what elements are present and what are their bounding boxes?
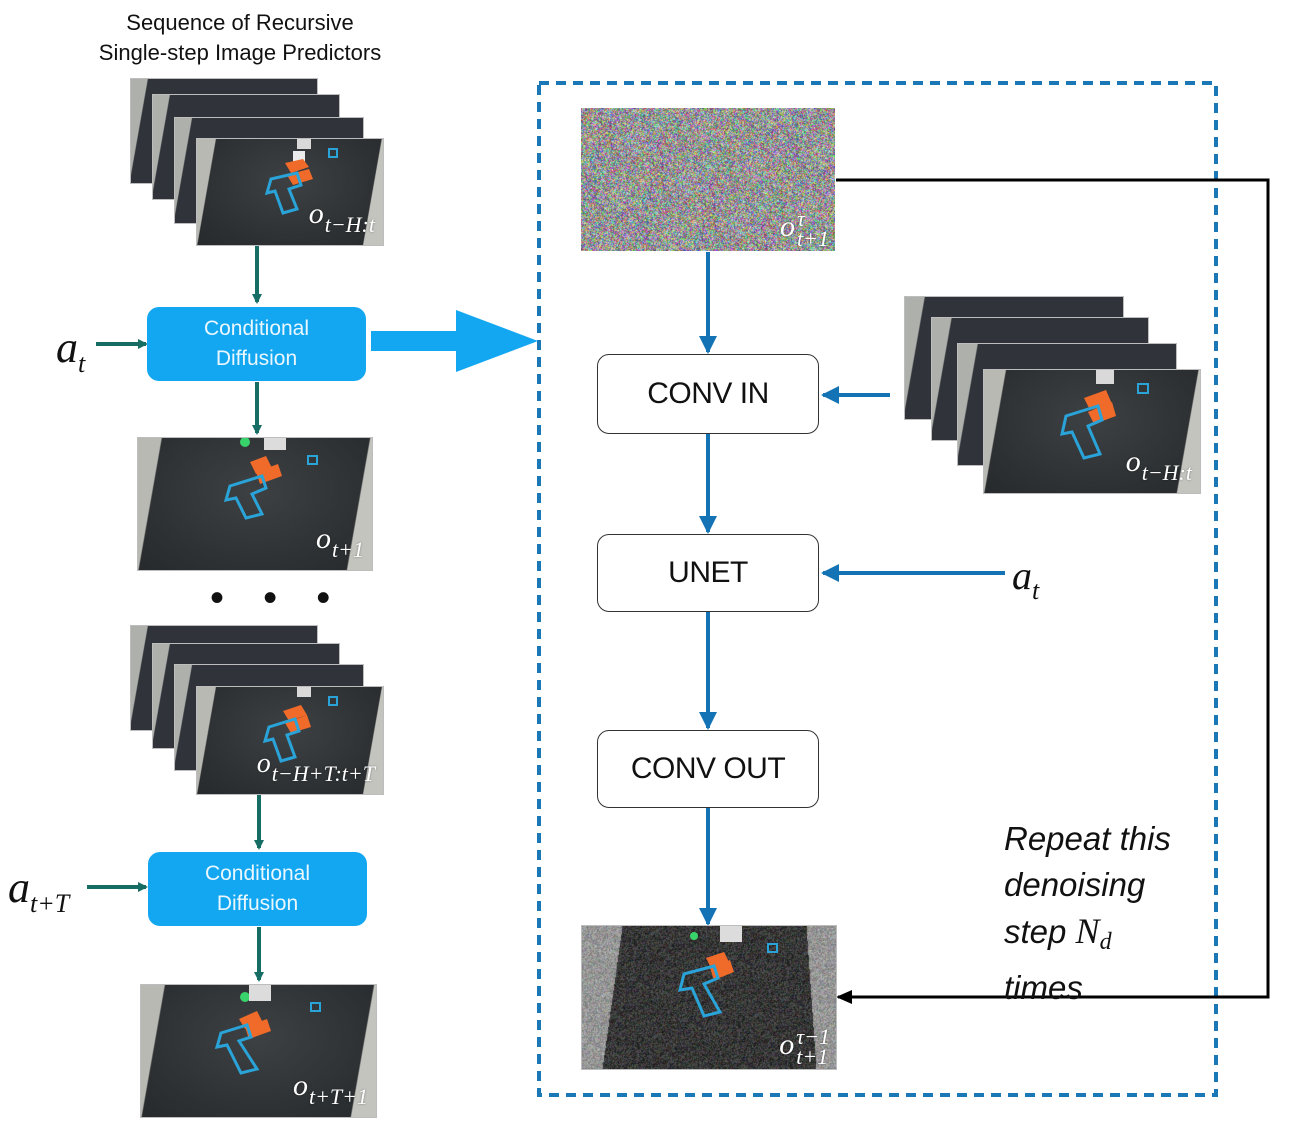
- note-nd-sub: d: [1099, 929, 1112, 955]
- frame3-label: ot+T+1: [293, 1070, 368, 1113]
- stack2-label-base: o: [256, 748, 271, 779]
- frame3-label-base: o: [292, 1069, 308, 1102]
- conv-out-label: CONV OUT: [630, 752, 786, 785]
- conv-out-block: CONV OUT: [597, 730, 819, 808]
- robot-scene-image: [223, 438, 318, 520]
- right-stack-front: ot−H:t: [983, 369, 1201, 494]
- note-nd: Nd: [1075, 911, 1112, 955]
- output-label-base: o: [779, 1027, 795, 1061]
- action2-sub: t+T: [30, 889, 70, 918]
- history-label: ot−H:t: [1126, 446, 1192, 489]
- noise-label-sup: τ: [797, 206, 805, 231]
- repeat-loop-line: [836, 178, 1270, 1004]
- ellipsis: • • •: [210, 576, 345, 620]
- output-label-sub: t+1: [796, 1044, 829, 1069]
- unet-label: UNET: [668, 556, 748, 589]
- conditional-diffusion-block-2: Conditional Diffusion: [148, 852, 367, 926]
- stack1-frame-front: ot−H:t: [196, 138, 384, 246]
- stack1-label-base: o: [308, 197, 324, 230]
- cond1-line1: Conditional: [203, 317, 310, 340]
- stack2-label-sub: t−H+T:t+T: [271, 761, 375, 786]
- heading-line-1: Sequence of Recursive: [126, 10, 354, 35]
- note-line3-prefix: step: [1004, 913, 1067, 950]
- note-line1: Repeat this: [1004, 820, 1171, 857]
- action-a-t-right: at: [1012, 552, 1039, 606]
- unet-block: UNET: [597, 534, 819, 612]
- action-right-base: a: [1012, 553, 1032, 598]
- action1-base: a: [56, 323, 78, 372]
- stack1-label-sub: t−H:t: [324, 212, 375, 237]
- robot-scene-image: [214, 985, 321, 1075]
- robot-scene-image: [264, 139, 338, 215]
- action-right-sub: t: [1032, 576, 1040, 605]
- frame2-label: ot+1: [316, 523, 364, 566]
- action2-base: a: [8, 863, 30, 912]
- diagram-heading: Sequence of Recursive Single-step Image …: [40, 8, 440, 68]
- robot-scene-image: [262, 687, 338, 763]
- cond1-line2: Diffusion: [215, 347, 298, 370]
- predicted-frame-t-plus-1: ot+1: [137, 437, 373, 571]
- cond2-line1: Conditional: [204, 862, 311, 885]
- frame3-label-sub: t+T+1: [308, 1084, 368, 1109]
- robot-scene-image: [677, 926, 778, 1018]
- note-line3: step Nd: [1004, 908, 1234, 965]
- output-label-sup: τ−1: [796, 1024, 830, 1049]
- big-expand-arrow: [371, 310, 538, 372]
- action-a-t-left: at: [56, 322, 85, 379]
- stack1-label: ot−H:t: [309, 198, 375, 241]
- robot-scene-image: [1060, 370, 1149, 460]
- note-nd-base: N: [1075, 911, 1100, 951]
- conditional-diffusion-block-1: Conditional Diffusion: [147, 307, 366, 381]
- stack2-label: ot−H+T:t+T: [257, 748, 375, 790]
- denoising-step-panel: [537, 81, 1218, 1097]
- noise-canvas: [581, 108, 835, 251]
- conv-in-block: CONV IN: [597, 354, 819, 434]
- frame2-label-base: o: [316, 522, 332, 555]
- stack2-frame-front: ot−H+T:t+T: [196, 686, 384, 795]
- frame2-label-sub: t+1: [332, 537, 364, 562]
- repeat-note: Repeat this denoising step Nd times: [1004, 816, 1234, 1011]
- note-line2: denoising: [1004, 866, 1146, 903]
- noise-label-sub: t+1: [797, 226, 829, 251]
- heading-line-2: Single-step Image Predictors: [98, 40, 382, 65]
- note-line4: times: [1004, 969, 1083, 1006]
- predicted-frame-t-plus-T-plus-1: ot+T+1: [140, 984, 377, 1118]
- action-a-t-plus-T: at+T: [8, 862, 69, 919]
- action1-sub: t: [78, 349, 86, 378]
- history-label-base: o: [1125, 445, 1141, 478]
- noise-label-base: o: [780, 209, 796, 243]
- cond2-line2: Diffusion: [216, 892, 299, 915]
- grain-canvas: [582, 926, 836, 1069]
- conv-in-label: CONV IN: [647, 377, 769, 410]
- history-label-sub: t−H:t: [1141, 460, 1192, 485]
